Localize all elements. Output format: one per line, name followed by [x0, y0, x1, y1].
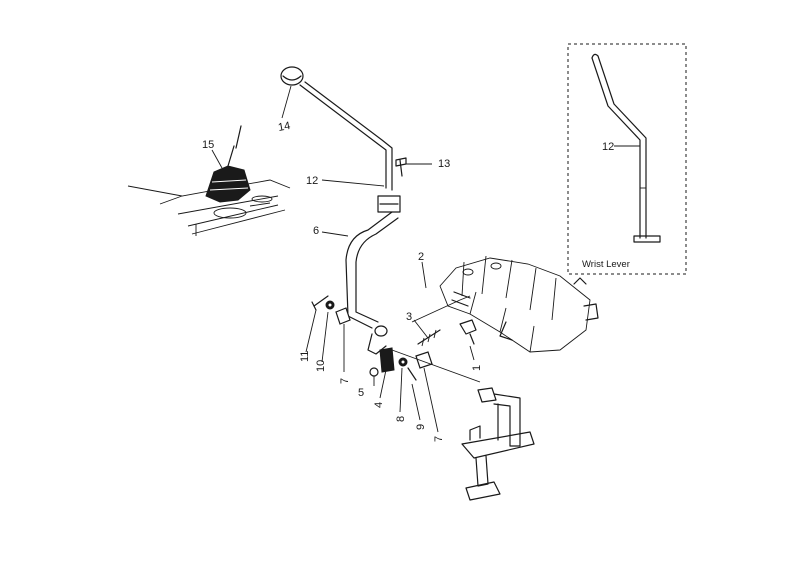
shift-lever [280, 66, 407, 213]
callout-12: 12 [306, 175, 318, 187]
inset-border [567, 43, 687, 275]
callout-11: 11 [299, 351, 311, 362]
leader-lines [211, 85, 640, 433]
callout-6: 6 [313, 225, 319, 237]
floor-panel-with-boot [127, 125, 291, 236]
callout-10: 10 [315, 360, 327, 372]
callout-7-right: 7 [433, 436, 445, 442]
linkage-line-2 [411, 295, 471, 323]
pedal-bracket [461, 387, 535, 501]
small-parts-left [311, 295, 351, 325]
callout-3: 3 [406, 311, 412, 323]
callout-13: 13 [438, 158, 450, 170]
callout-14: 14 [277, 120, 291, 134]
callout-12-inset: 12 [602, 141, 614, 153]
wrist-lever-inset [567, 43, 687, 275]
inset-title: Wrist Lever [582, 259, 630, 270]
callout-5: 5 [358, 387, 364, 399]
callout-15: 15 [202, 139, 214, 151]
control-valve [417, 255, 599, 353]
callout-7-left: 7 [339, 378, 351, 384]
callout-9: 9 [415, 424, 427, 430]
yoke-parts [369, 347, 433, 381]
crank-rod [345, 211, 399, 355]
callout-2: 2 [418, 251, 424, 263]
callout-labels: 14 15 12 13 6 2 3 1 11 10 7 5 4 8 9 7 12… [202, 120, 630, 442]
callout-8: 8 [395, 416, 407, 422]
linkage-line [391, 349, 481, 383]
callout-4: 4 [373, 402, 385, 408]
callout-1: 1 [471, 365, 483, 371]
